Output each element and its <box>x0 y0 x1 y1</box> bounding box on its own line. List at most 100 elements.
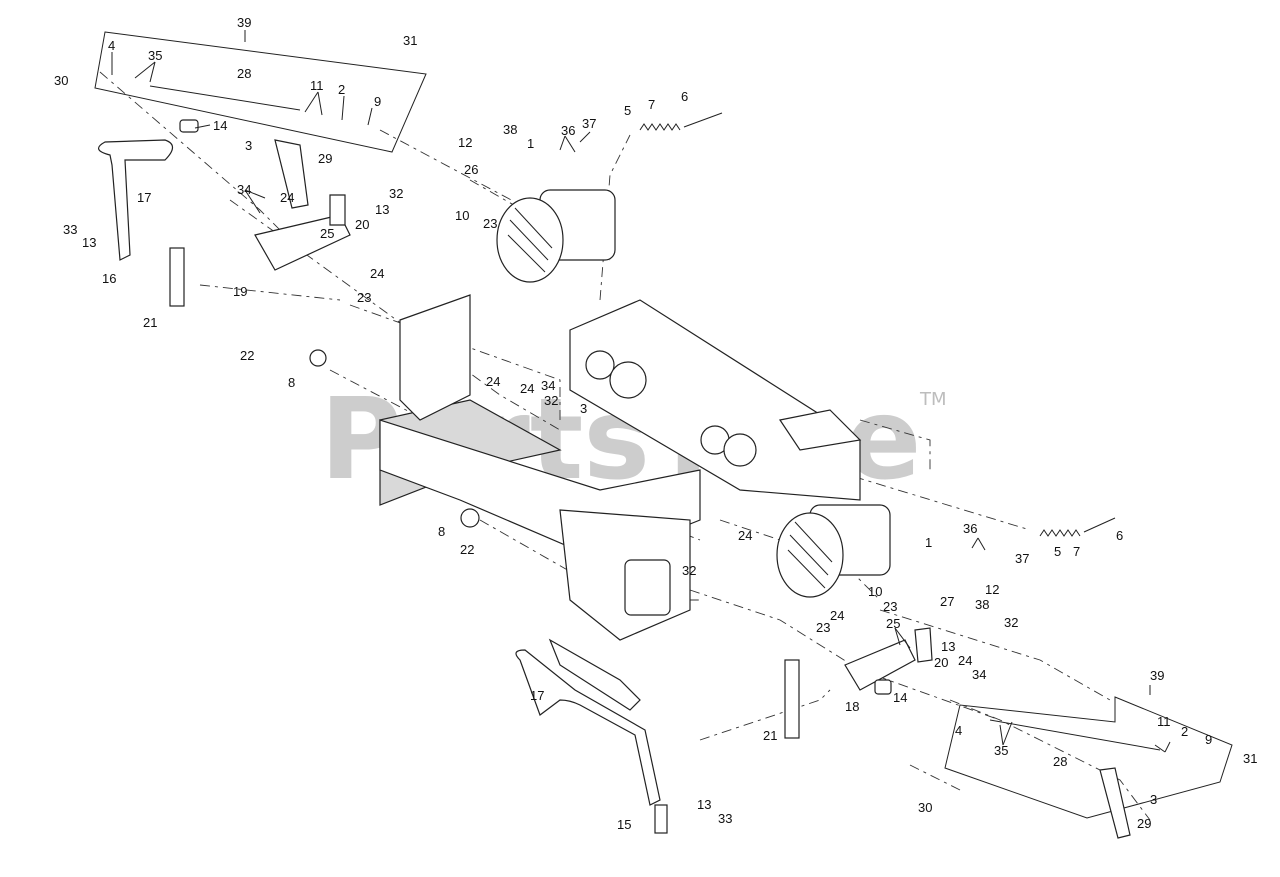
callout-31: 31 <box>1243 751 1257 766</box>
callout-22: 22 <box>460 542 474 557</box>
damper-29-upper <box>274 139 309 209</box>
callout-35: 35 <box>994 743 1008 758</box>
callout-4: 4 <box>108 38 115 53</box>
spacer-14-lower <box>874 679 892 695</box>
callout-25: 25 <box>320 226 334 241</box>
mount-hole-1 <box>585 350 615 380</box>
callout-16: 16 <box>102 271 116 286</box>
linkage-lower <box>460 508 1161 839</box>
plate-20-lower <box>914 627 933 663</box>
callout-10: 10 <box>455 208 469 223</box>
callout-32: 32 <box>544 393 558 408</box>
spring-7-upper <box>639 123 681 131</box>
callout-21: 21 <box>143 315 157 330</box>
watermark-trademark: TM <box>919 389 947 410</box>
callout-15: 15 <box>617 817 631 832</box>
callout-12: 12 <box>985 582 999 597</box>
kit-outline-upper <box>94 31 427 153</box>
callout-34: 34 <box>972 667 986 682</box>
callout-27: 27 <box>940 594 954 609</box>
callout-8: 8 <box>438 524 445 539</box>
callout-39: 39 <box>237 15 251 30</box>
motor-lower-fan <box>776 512 844 598</box>
callout-12: 12 <box>458 135 472 150</box>
callout-7: 7 <box>648 97 655 112</box>
callout-11: 11 <box>310 78 324 93</box>
callout-32: 32 <box>1004 615 1018 630</box>
kit-outline-lower <box>944 696 1233 819</box>
callout-labels: 39 31 4 35 30 28 11 2 9 14 3 29 17 34 24… <box>54 15 1257 832</box>
callout-25: 25 <box>886 616 900 631</box>
bolt-6-lower <box>1083 517 1116 533</box>
bracket-21-upper <box>169 247 185 307</box>
callout-14: 14 <box>893 690 907 705</box>
callout-38: 38 <box>503 122 517 137</box>
callout-23: 23 <box>483 216 497 231</box>
callout-4: 4 <box>955 723 962 738</box>
callout-36: 36 <box>963 521 977 536</box>
callout-20: 20 <box>934 655 948 670</box>
callout-32: 32 <box>389 186 403 201</box>
hydro-motor-lower <box>776 504 891 598</box>
callout-2: 2 <box>1181 724 1188 739</box>
lap-bar-17-lower <box>515 649 661 806</box>
leader-lines <box>111 30 1171 753</box>
bushing-8-upper <box>309 349 327 367</box>
callout-9: 9 <box>374 94 381 109</box>
callout-29: 29 <box>1137 816 1151 831</box>
callout-23: 23 <box>357 290 371 305</box>
callout-24: 24 <box>520 381 534 396</box>
callout-19: 19 <box>233 284 247 299</box>
bracket-15-lower <box>654 804 668 834</box>
plate-20-upper <box>329 194 346 226</box>
callout-24: 24 <box>370 266 384 281</box>
spring-7-lower <box>1039 529 1081 537</box>
callout-31: 31 <box>403 33 417 48</box>
callout-17: 17 <box>137 190 151 205</box>
mount-plate-tab <box>779 409 862 451</box>
callout-3: 3 <box>245 138 252 153</box>
callout-3: 3 <box>1150 792 1157 807</box>
callout-32: 32 <box>682 563 696 578</box>
damper-29-lower <box>1099 767 1131 839</box>
lap-bar-17-lower-grip <box>548 638 641 711</box>
callout-34: 34 <box>237 182 251 197</box>
callout-13: 13 <box>82 235 96 250</box>
bushing-8-lower <box>460 508 480 528</box>
callout-3: 3 <box>580 401 587 416</box>
linkage-upper <box>98 85 351 367</box>
callout-39: 39 <box>1150 668 1164 683</box>
callout-2: 2 <box>338 82 345 97</box>
callout-34: 34 <box>541 378 555 393</box>
control-arm-19 <box>254 214 351 271</box>
callout-13: 13 <box>375 202 389 217</box>
callout-38: 38 <box>975 597 989 612</box>
callout-13: 13 <box>941 639 955 654</box>
control-arm-18 <box>844 639 916 691</box>
callout-36: 36 <box>561 123 575 138</box>
callout-37: 37 <box>582 116 596 131</box>
callout-35: 35 <box>148 48 162 63</box>
callout-7: 7 <box>1073 544 1080 559</box>
callout-30: 30 <box>54 73 68 88</box>
callout-20: 20 <box>355 217 369 232</box>
callout-24: 24 <box>486 374 500 389</box>
lap-bar-17-upper <box>98 139 174 261</box>
callout-24: 24 <box>280 190 294 205</box>
callout-28: 28 <box>1053 754 1067 769</box>
spacer-14-upper <box>179 119 199 133</box>
callout-33: 33 <box>718 811 732 826</box>
mount-hole-2 <box>609 361 647 399</box>
callout-33: 33 <box>63 222 77 237</box>
callout-1: 1 <box>925 535 932 550</box>
callout-11: 11 <box>1157 714 1171 729</box>
springs <box>639 112 1116 537</box>
motor-mount-plate <box>569 299 861 501</box>
callout-22: 22 <box>240 348 254 363</box>
callout-18: 18 <box>845 699 859 714</box>
callout-23: 23 <box>816 620 830 635</box>
callout-24: 24 <box>830 608 844 623</box>
callout-9: 9 <box>1205 732 1212 747</box>
frame-lower-hole <box>624 559 671 616</box>
callout-10: 10 <box>868 584 882 599</box>
